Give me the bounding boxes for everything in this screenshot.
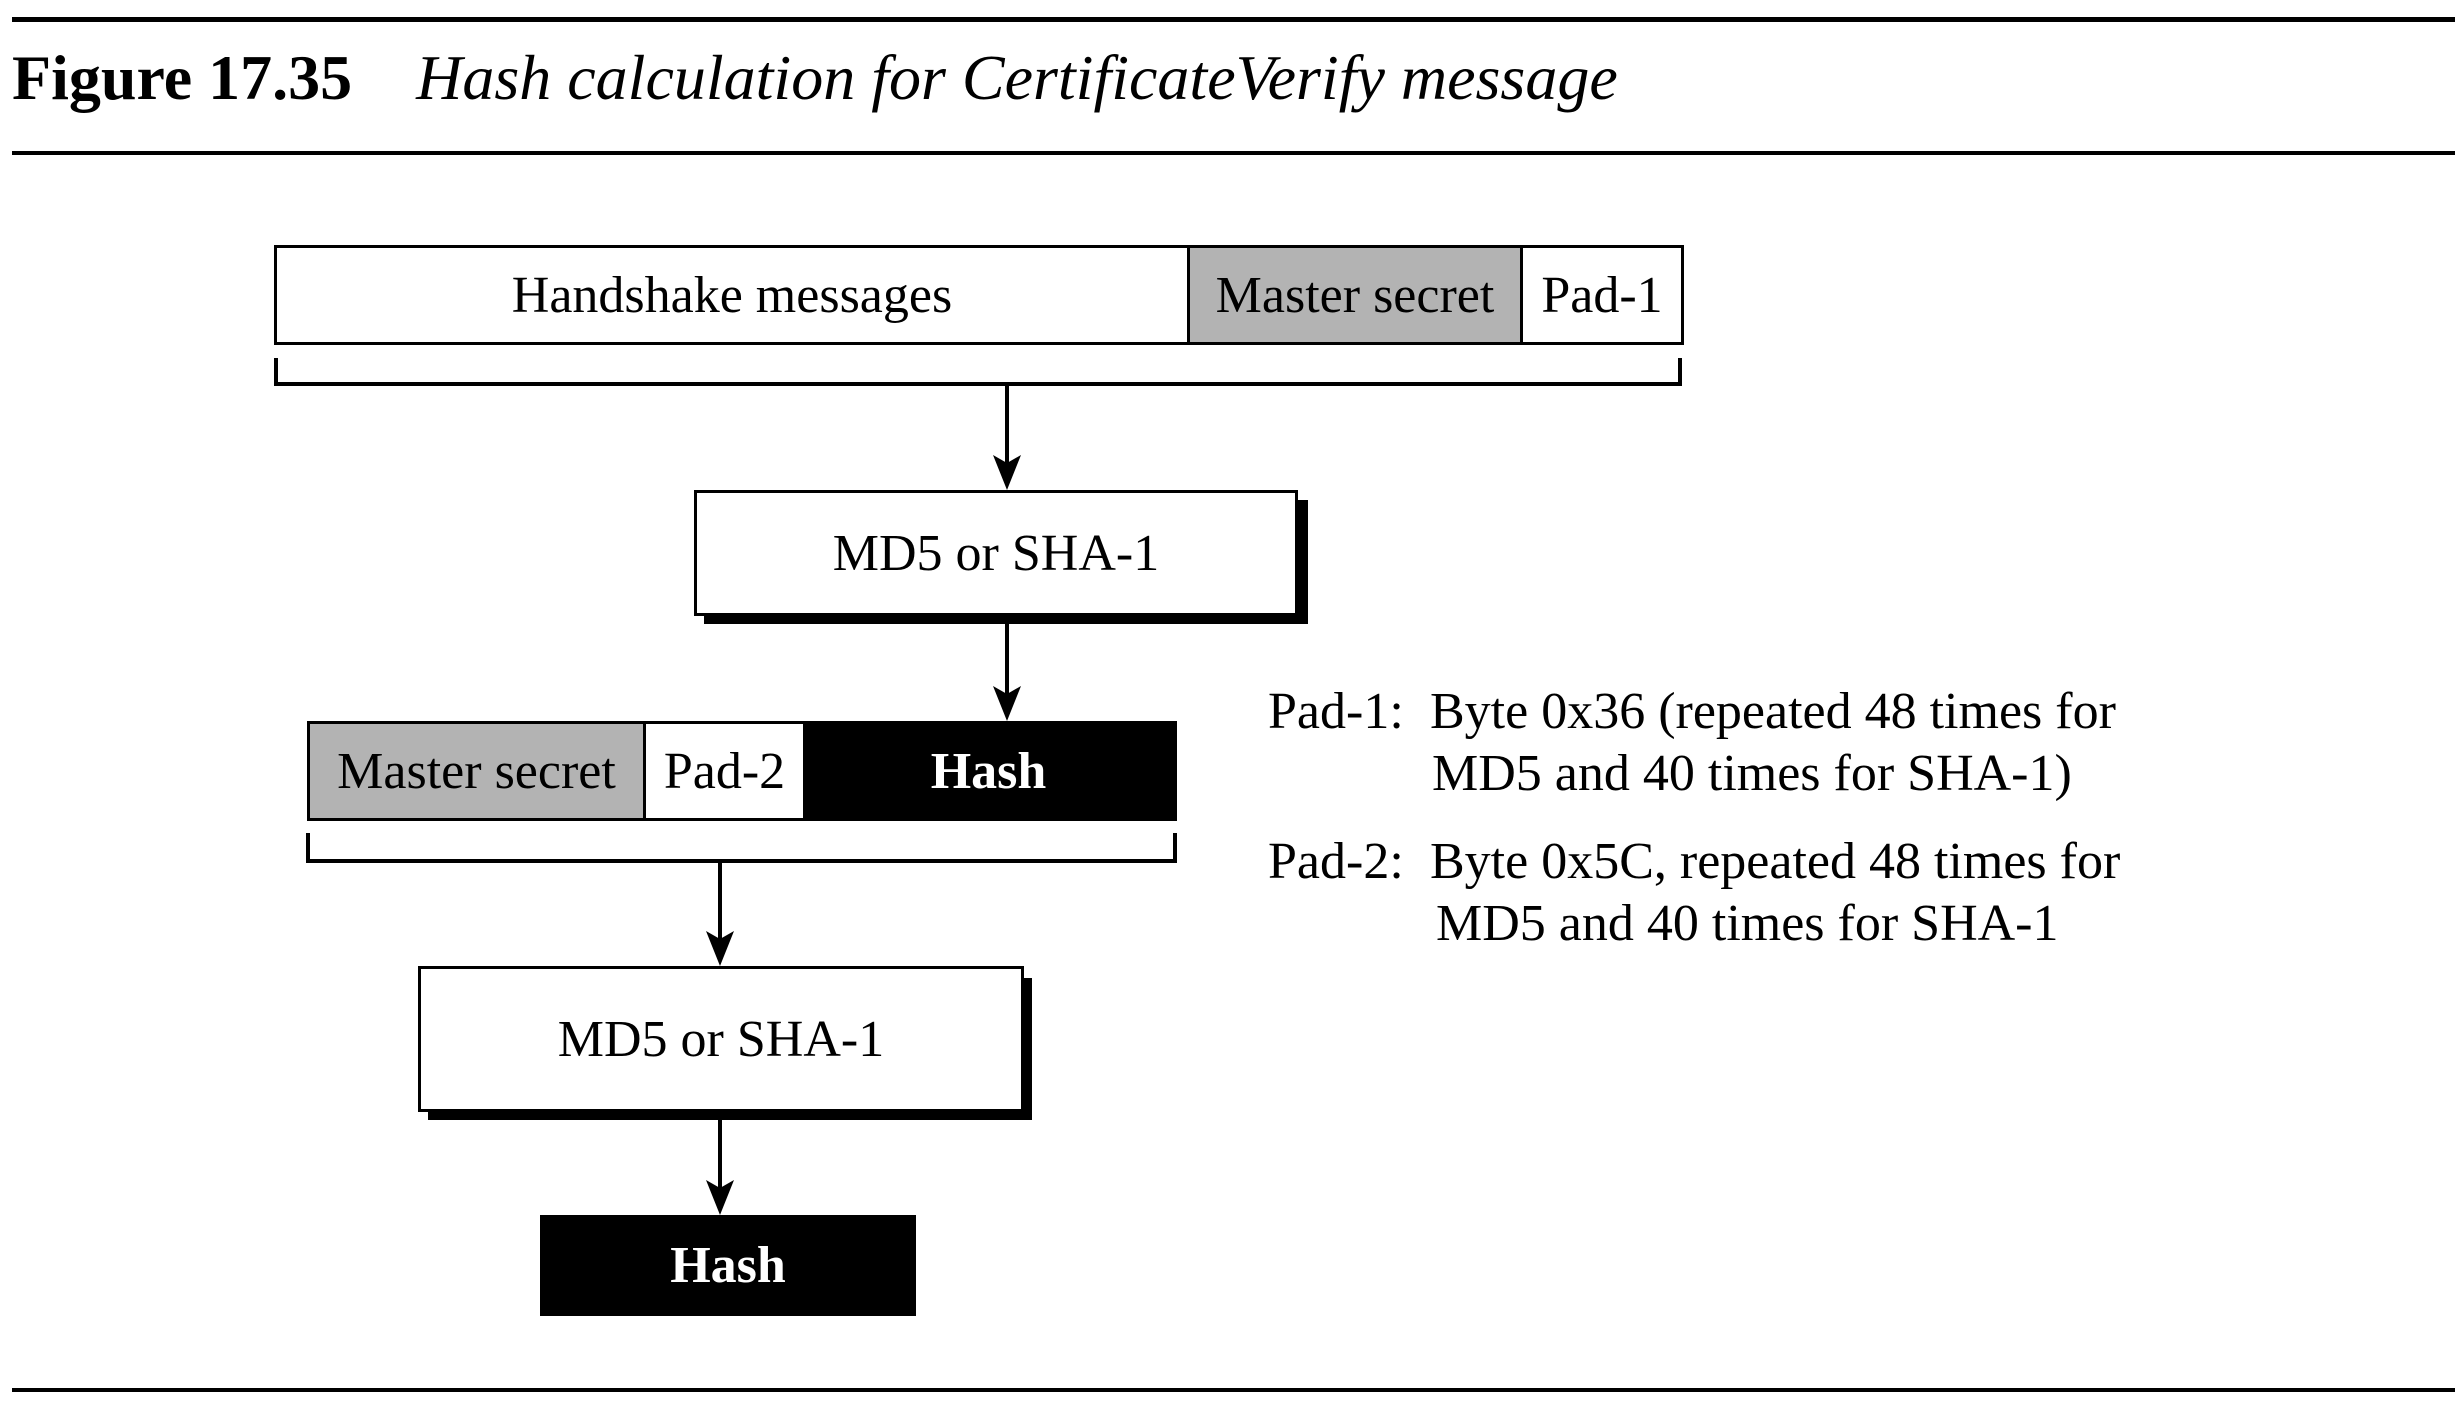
arrow-to-hash1 (993, 385, 1021, 490)
segment-label: Master secret (337, 742, 616, 800)
segment-label: Pad-2 (663, 742, 786, 800)
output-hash: Hash (540, 1215, 916, 1316)
arrow-to-stage2 (993, 616, 1021, 721)
title-rule (12, 151, 2455, 155)
function-label: MD5 or SHA-1 (557, 1010, 885, 1068)
figure-number: Figure 17.35 (12, 42, 353, 113)
hash-function-2: MD5 or SHA-1 (418, 966, 1024, 1112)
pad2-note-line2: MD5 and 40 times for SHA-1 (1436, 895, 2059, 952)
segment-label: Pad-1 (1541, 266, 1663, 324)
arrow-to-output (706, 1113, 734, 1215)
bottom-rule (12, 1388, 2455, 1392)
segment-label: Hash (930, 742, 1047, 800)
handshake-messages-segment: Handshake messages (277, 248, 1187, 342)
figure-caption: Hash calculation for CertificateVerify m… (416, 42, 1618, 113)
pad1-segment: Pad-1 (1520, 248, 1681, 342)
pad2-note-key: Pad-2: (1268, 833, 1404, 890)
stage1-bracket (274, 358, 1682, 386)
master-secret-segment: Master secret (310, 724, 643, 818)
hash-function-1: MD5 or SHA-1 (694, 490, 1298, 616)
segment-label: Handshake messages (511, 266, 953, 324)
pad2-note-line1: Byte 0x5C, repeated 48 times for (1430, 833, 2121, 890)
stage1-input-block: Handshake messages Master secret Pad-1 (274, 245, 1684, 345)
function-label: MD5 or SHA-1 (832, 524, 1160, 582)
segment-label: Master secret (1215, 266, 1495, 324)
top-rule (12, 17, 2455, 22)
pad2-segment: Pad-2 (643, 724, 803, 818)
pad1-note-key: Pad-1: (1268, 683, 1404, 740)
hash-segment: Hash (803, 724, 1174, 818)
arrow-to-hash2 (706, 861, 734, 966)
stage2-input-block: Master secret Pad-2 Hash (307, 721, 1177, 821)
pad1-note-line1: Byte 0x36 (repeated 48 times for (1430, 683, 2116, 740)
output-label: Hash (670, 1237, 786, 1294)
pad1-note-line2: MD5 and 40 times for SHA-1) (1432, 745, 2072, 802)
master-secret-segment: Master secret (1187, 248, 1520, 342)
stage2-bracket (306, 833, 1177, 863)
